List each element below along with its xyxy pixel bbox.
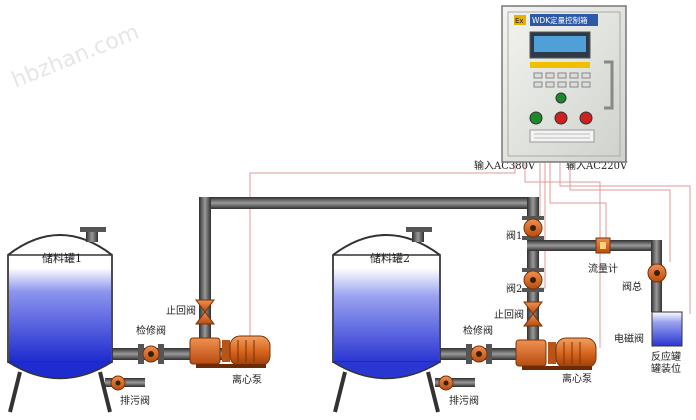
check-valve-2-label: 止回阀	[494, 308, 524, 321]
stop-button[interactable]	[554, 111, 568, 125]
service-valve-1-label: 检修阀	[136, 324, 166, 337]
keypad[interactable]	[533, 72, 591, 88]
flowmeter-label: 流量计	[588, 262, 618, 275]
valve-1[interactable]	[522, 216, 544, 240]
service-valve-1[interactable]	[138, 344, 164, 364]
service-valve-2[interactable]	[466, 344, 492, 364]
check-valve-2[interactable]	[523, 301, 543, 327]
reactor-tank	[651, 311, 683, 347]
pump-1[interactable]	[189, 335, 271, 368]
emergency-button[interactable]	[579, 111, 593, 125]
control-box: Ex WDK定量控制箱	[501, 5, 627, 163]
valve-2[interactable]	[522, 268, 544, 292]
tank-1: 储料罐1	[7, 227, 113, 413]
drain-valve-1[interactable]	[110, 375, 126, 391]
pump-2-label: 离心泵	[562, 372, 592, 385]
tank-1-label: 储料罐1	[42, 251, 82, 265]
drain-valve-2-label: 排污阀	[449, 394, 479, 407]
drain-valve-1-label: 排污阀	[120, 394, 150, 407]
control-box-title: WDK定量控制箱	[532, 15, 588, 25]
indicator-strip	[530, 62, 590, 68]
nameplate	[529, 129, 595, 143]
pump-2[interactable]	[515, 337, 597, 370]
reactor-label-2: 罐装位	[651, 362, 681, 375]
signal-wires	[249, 163, 691, 348]
green-lamp	[555, 92, 567, 104]
valve-2-label: 阀2	[506, 282, 522, 295]
start-button[interactable]	[529, 111, 543, 125]
valve-1-label: 阀1	[506, 229, 522, 242]
reactor-label-1: 反应罐	[651, 350, 681, 363]
tank-2: 储料罐2	[332, 227, 441, 413]
check-valve-1[interactable]	[195, 299, 215, 325]
valve-total-label: 阀总	[622, 280, 642, 293]
solenoid-valve-label: 电磁阀	[614, 332, 644, 345]
ex-mark: Ex	[515, 17, 524, 25]
title-plate	[530, 14, 598, 26]
flowmeter	[595, 237, 611, 254]
check-valve-1-label: 止回阀	[166, 304, 196, 317]
service-valve-2-label: 检修阀	[463, 324, 493, 337]
tank-2-label: 储料罐2	[370, 251, 410, 265]
door-handle[interactable]	[604, 60, 614, 110]
ex-badge	[514, 15, 526, 25]
valve-total[interactable]	[647, 263, 667, 283]
drain-valve-2[interactable]	[438, 375, 454, 391]
pump-1-label: 离心泵	[232, 373, 262, 386]
watermark-text: hbzhan.com	[8, 20, 142, 94]
